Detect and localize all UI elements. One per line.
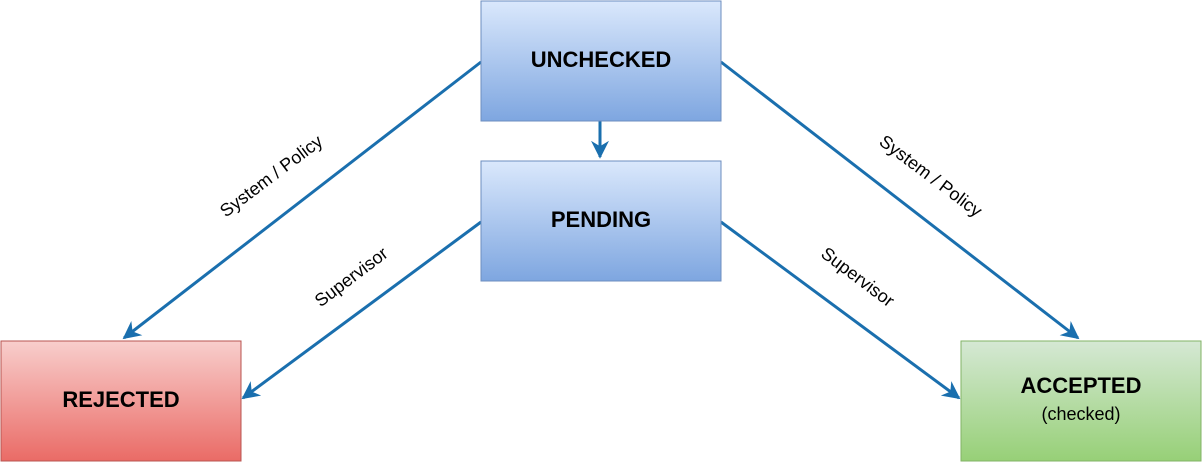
edge-unchecked-to-rejected [122,60,482,340]
node-unchecked: UNCHECKED [480,0,722,122]
edge-label-supervisor-left: Supervisor [311,243,392,311]
node-rejected: REJECTED [0,340,242,462]
node-pending: PENDING [480,160,722,282]
node-accepted-title: ACCEPTED [1020,373,1141,398]
node-rejected-title: REJECTED [62,387,179,412]
edge-label-system-policy-right: System / Policy [876,131,986,221]
edge-pending-to-rejected [241,220,482,400]
node-pending-title: PENDING [551,207,651,232]
node-accepted: ACCEPTED (checked) [960,340,1202,462]
edge-pending-to-accepted [720,220,961,400]
node-accepted-subtitle: (checked) [1041,404,1120,424]
edge-unchecked-to-accepted [720,60,1080,340]
node-unchecked-title: UNCHECKED [531,47,672,72]
edge-label-system-policy-left: System / Policy [216,131,326,221]
